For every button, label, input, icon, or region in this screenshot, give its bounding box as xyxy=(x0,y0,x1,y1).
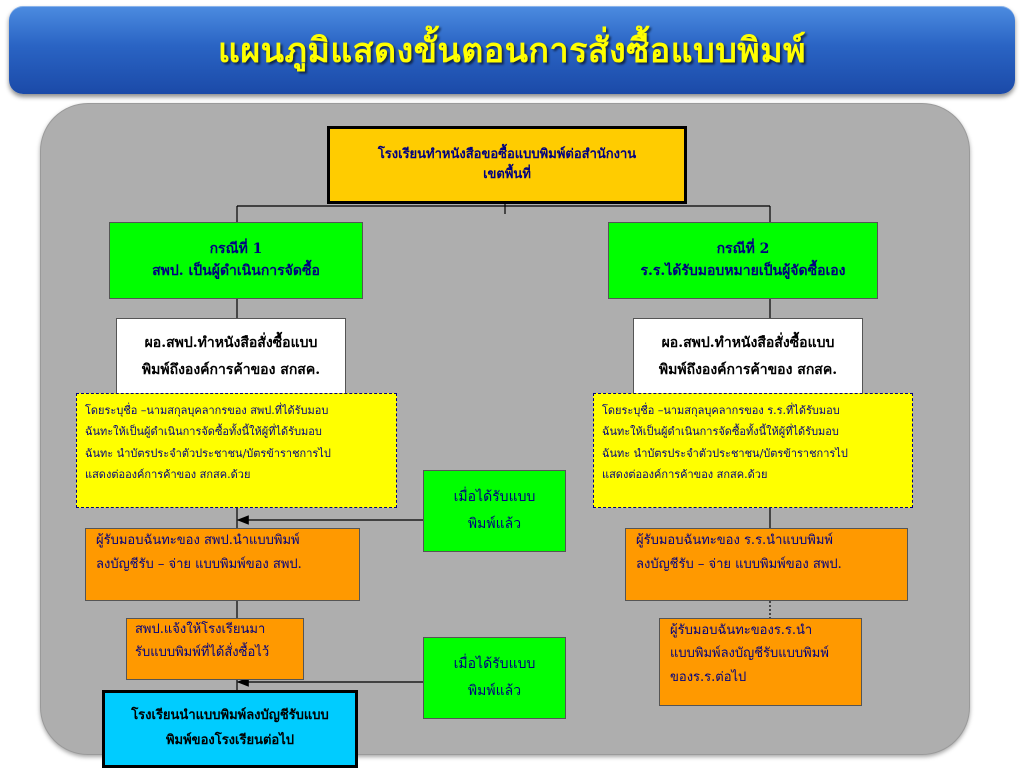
case1-notify-box: สพป.แจ้งให้โรงเรียนมา รับแบบพิมพ์ที่ได้ส… xyxy=(126,618,304,680)
received-2-line2: พิมพ์แล้ว xyxy=(467,683,522,699)
case2-subtitle: ร.ร.ได้รับมอบหมายเป็นผู้จัดซื้อเอง xyxy=(640,262,846,279)
case1-note-box: โดยระบุชื่อ –นามสกุลบุคลากรของ สพป.ที่ได… xyxy=(76,393,397,508)
case1-box: กรณีที่ 1 สพป. เป็นผู้ดำเนินการจัดซื้อ xyxy=(109,222,363,299)
page-title: แผนภูมิแสดงขั้นตอนการสั่งซื้อแบบพิมพ์ xyxy=(217,31,807,71)
case1-notify-line2: รับแบบพิมพ์ที่ได้สั่งซื้อไว้ xyxy=(135,644,270,660)
school-request-box: โรงเรียนทำหนังสือขอซื้อแบบพิมพ์ต่อสำนักง… xyxy=(327,126,687,204)
case1-order-box: ผอ.สพป.ทำหนังสือสั่งซื้อแบบ พิมพ์ถึงองค์… xyxy=(116,318,346,396)
case1-note-line2: ฉันทะให้เป็นผู้ดำเนินการจัดซื้อทั้งนี้ให… xyxy=(85,425,322,439)
case1-record-line1: ผู้รับมอบฉันทะของ สพป.นำแบบพิมพ์ xyxy=(96,533,300,548)
school-request-line2: เขตพื้นที่ xyxy=(483,167,531,182)
case2-order-box: ผอ.สพป.ทำหนังสือสั่งซื้อแบบ พิมพ์ถึงองค์… xyxy=(633,318,863,396)
case2-school-box: ผู้รับมอบฉันทะของร.ร.นำ แบบพิมพ์ลงบัญชีร… xyxy=(659,618,862,706)
received-box-1: เมื่อได้รับแบบ พิมพ์แล้ว xyxy=(423,470,566,552)
case2-order-line1: ผอ.สพป.ทำหนังสือสั่งซื้อแบบ xyxy=(661,335,835,352)
case2-record-line2: ลงบัญชีรับ – จ่าย แบบพิมพ์ของ สพป. xyxy=(636,557,842,573)
case1-note-line1: โดยระบุชื่อ –นามสกุลบุคลากรของ สพป.ที่ได… xyxy=(85,404,329,417)
received-1-line2: พิมพ์แล้ว xyxy=(467,516,522,532)
school-request-line1: โรงเรียนทำหนังสือขอซื้อแบบพิมพ์ต่อสำนักง… xyxy=(377,146,637,162)
received-box-2: เมื่อได้รับแบบ พิมพ์แล้ว xyxy=(423,637,566,719)
case1-school-box: โรงเรียนนำแบบพิมพ์ลงบัญชีรับแบบ พิมพ์ของ… xyxy=(102,690,358,768)
case2-note-line3: ฉันทะ นำบัตรประจำตัวประชาชน/บัตรข้าราชกา… xyxy=(602,446,848,460)
case2-note-line2: ฉันทะให้เป็นผู้ดำเนินการจัดซื้อทั้งนี้ให… xyxy=(602,425,839,439)
case1-school-line2: พิมพ์ของโรงเรียนต่อไป xyxy=(165,733,295,748)
case2-school-line1: ผู้รับมอบฉันทะของร.ร.นำ xyxy=(670,623,813,638)
received-2-line1: เมื่อได้รับแบบ xyxy=(453,656,536,673)
case2-order-line2: พิมพ์ถึงองค์การค้าของ สกสค. xyxy=(658,362,838,378)
case1-subtitle: สพป. เป็นผู้ดำเนินการจัดซื้อ xyxy=(152,262,320,279)
case2-note-line1: โดยระบุชื่อ –นามสกุลบุคลากรของ ร.ร.ที่ได… xyxy=(602,404,840,417)
case2-record-line1: ผู้รับมอบฉันทะของ ร.ร.นำแบบพิมพ์ xyxy=(636,533,833,548)
received-1-line1: เมื่อได้รับแบบ xyxy=(453,489,536,506)
case2-school-line2: แบบพิมพ์ลงบัญชีรับแบบพิมพ์ xyxy=(670,646,829,662)
case2-school-line3: ของร.ร.ต่อไป xyxy=(670,669,747,685)
case1-order-line2: พิมพ์ถึงองค์การค้าของ สกสค. xyxy=(141,362,321,378)
case1-note-line4: แสดงต่อองค์การค้าของ สกสค.ด้วย xyxy=(85,468,251,482)
title-bar: แผนภูมิแสดงขั้นตอนการสั่งซื้อแบบพิมพ์ xyxy=(9,6,1015,94)
case1-school-line1: โรงเรียนนำแบบพิมพ์ลงบัญชีรับแบบ xyxy=(131,708,329,724)
case2-note-box: โดยระบุชื่อ –นามสกุลบุคลากรของ ร.ร.ที่ได… xyxy=(593,393,913,508)
case2-title: กรณีที่ 2 xyxy=(716,240,770,257)
case1-order-line1: ผอ.สพป.ทำหนังสือสั่งซื้อแบบ xyxy=(144,335,318,352)
case2-note-line4: แสดงต่อองค์การค้าของ สกสค.ด้วย xyxy=(602,468,768,482)
case1-note-line3: ฉันทะ นำบัตรประจำตัวประชาชน/บัตรข้าราชกา… xyxy=(85,446,331,460)
case2-box: กรณีที่ 2 ร.ร.ได้รับมอบหมายเป็นผู้จัดซื้… xyxy=(608,222,878,299)
case2-record-box: ผู้รับมอบฉันทะของ ร.ร.นำแบบพิมพ์ ลงบัญชี… xyxy=(625,528,908,601)
case1-record-box: ผู้รับมอบฉันทะของ สพป.นำแบบพิมพ์ ลงบัญชี… xyxy=(85,528,360,601)
case1-notify-line1: สพป.แจ้งให้โรงเรียนมา xyxy=(135,622,266,637)
case1-title: กรณีที่ 1 xyxy=(209,240,263,257)
case1-record-line2: ลงบัญชีรับ – จ่าย แบบพิมพ์ของ สพป. xyxy=(96,557,302,573)
